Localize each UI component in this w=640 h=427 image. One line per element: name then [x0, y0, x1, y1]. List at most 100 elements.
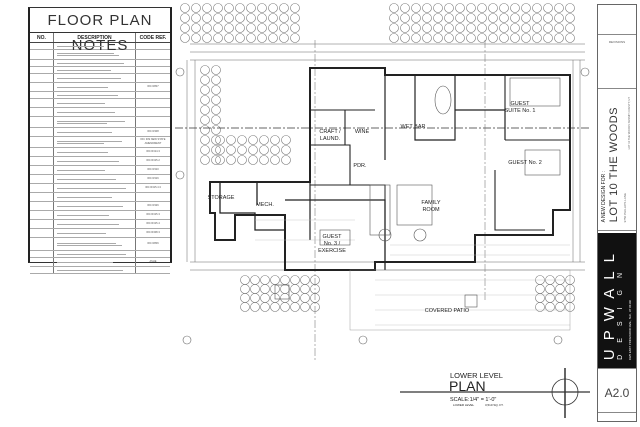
tree-icon [211, 65, 221, 75]
design-for-label: A NEW DESIGN FOR : [601, 170, 607, 222]
tree-icon [554, 3, 564, 13]
tree-icon [268, 33, 278, 43]
tree-icon [270, 302, 280, 312]
tree-icon [200, 65, 210, 75]
tree-icon [565, 33, 575, 43]
notes-row: IRC R308 [30, 128, 170, 137]
tree-icon [202, 3, 212, 13]
note-code-ref: IRC R326 [147, 204, 159, 207]
note-description [54, 238, 136, 250]
tree-icon [213, 23, 223, 33]
tree-icon [444, 33, 454, 43]
notes-row: IRC 309 NEW STATE AMENDMENT [30, 137, 170, 148]
tree-icon [444, 23, 454, 33]
notes-row [30, 74, 170, 83]
title-block-blank [598, 5, 636, 35]
project-address: 9750 PHILLIPS LANE [623, 192, 627, 222]
floor-plan-drawing: GUEST SUITE No. 1 CRAFT / LAUND. WINE WE… [175, 3, 590, 418]
room-label-exercise: EXERCISE [318, 248, 346, 254]
notes-row [30, 43, 170, 50]
note-code-ref: IRC R316 [147, 177, 159, 180]
title-block: REVISIONS A NEW DESIGN FOR : LOT 10 THE … [597, 4, 637, 422]
tree-icon [200, 115, 210, 125]
note-number [30, 220, 54, 228]
room-label-room: ROOM [422, 207, 440, 213]
note-code-ref: IRC R314.3 [146, 150, 160, 153]
note-number [30, 74, 54, 82]
tree-icon [290, 284, 300, 294]
tree-icon [224, 33, 234, 43]
tree-icon [200, 105, 210, 115]
notes-row [30, 60, 170, 67]
notes-title: FLOOR PLAN NOTES [30, 8, 170, 54]
tree-icon [411, 13, 421, 23]
tree-icon [543, 3, 553, 13]
tree-icon [226, 145, 236, 155]
tree-icon [200, 95, 210, 105]
note-number [30, 157, 54, 165]
note-description [54, 175, 136, 183]
note-code-ref [136, 99, 170, 107]
note-number [30, 67, 54, 73]
notes-row [30, 67, 170, 74]
tree-icon [257, 33, 267, 43]
note-description [54, 258, 136, 266]
room-label-guest-suite-1-sub: SUITE No. 1 [505, 108, 536, 114]
tree-icon [250, 293, 260, 303]
tree-icon [466, 23, 476, 33]
note-description [54, 184, 136, 192]
note-description [54, 211, 136, 219]
tree-icon [268, 3, 278, 13]
notes-row: IRC R314.3 [30, 148, 170, 157]
note-code-ref: IRC R308.3 [146, 231, 160, 234]
tree-icon [250, 284, 260, 294]
tree-icon [259, 135, 269, 145]
tree-icon [240, 293, 250, 303]
tree-icon [250, 302, 260, 312]
notes-row [30, 92, 170, 99]
tree-icon [290, 302, 300, 312]
tree-icon [260, 293, 270, 303]
note-code-ref [136, 74, 170, 82]
note-code-ref [136, 92, 170, 98]
room-label-covered-patio: COVERED PATIO [425, 308, 470, 314]
firm-address: 1925 EAST PRICEWOOD AVE., SLC, UT 84106 [628, 299, 632, 360]
note-number [30, 267, 54, 273]
tree-icon [444, 13, 454, 23]
note-number [30, 229, 54, 237]
tree-icon [211, 145, 221, 155]
tree-icon [237, 145, 247, 155]
firm-subname: DESIGN [617, 261, 624, 360]
tree-icon [521, 23, 531, 33]
room-label-storage: STORAGE [208, 195, 235, 201]
note-description [54, 220, 136, 228]
note-number [30, 184, 54, 192]
tree-icon [510, 33, 520, 43]
tree-icon [237, 155, 247, 165]
tree-icon [545, 302, 555, 312]
note-description [54, 108, 136, 116]
tree-icon [257, 13, 267, 23]
notes-row [30, 117, 170, 128]
notes-row [30, 267, 170, 274]
notes-row [30, 193, 170, 202]
tree-icon [279, 13, 289, 23]
tree-icon [279, 33, 289, 43]
tree-icon [422, 3, 432, 13]
note-description [54, 99, 136, 107]
floor-plan-notes-table: FLOOR PLAN NOTES NO. DESCRIPTION CODE RE… [28, 7, 172, 274]
plan-level: LOWER LEVEL [453, 403, 475, 407]
tree-icon [211, 115, 221, 125]
tree-icon [488, 33, 498, 43]
tree-icon [422, 23, 432, 33]
tree-icon [466, 33, 476, 43]
room-label-guest-suite-1: GUEST [511, 101, 531, 107]
note-description [54, 67, 136, 73]
tree-icon [535, 284, 545, 294]
tree-icon [281, 155, 291, 165]
tree-icon [211, 85, 221, 95]
tree-icon [554, 23, 564, 33]
note-description [54, 137, 136, 147]
note-number [30, 43, 54, 49]
note-code-ref [136, 267, 170, 273]
